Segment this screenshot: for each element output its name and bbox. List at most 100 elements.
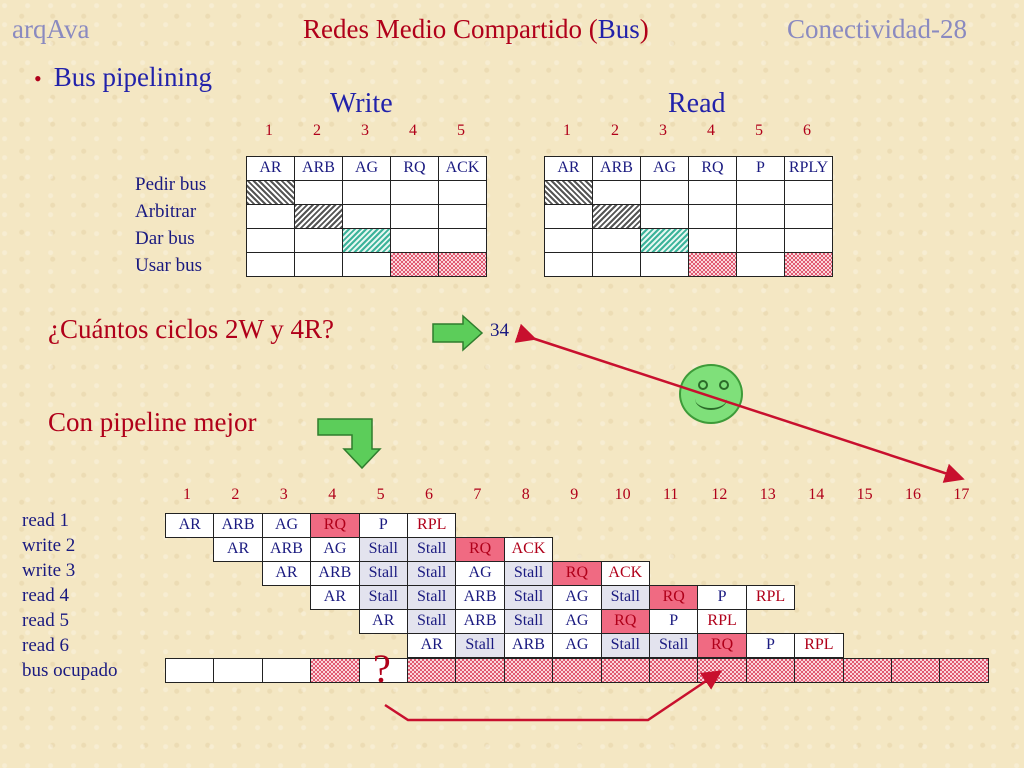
pipeline-cell: RPL [745,585,796,610]
pipeline-row-label: read 4 [22,585,69,606]
pipeline-cell: Stall [358,537,408,562]
bus-busy-cell [600,658,650,683]
read-col-number: 6 [803,122,811,139]
title-part1: Redes Medio Compartido ( [303,14,598,44]
pipeline-row-label: read 5 [22,610,69,631]
pipeline-cell: Stall [455,633,505,658]
slide-title: Redes Medio Compartido (Bus) [303,14,649,45]
read-cell [736,180,785,205]
title-bus: Bus [597,14,640,44]
pipeline-cell: AR [261,561,312,586]
red-bracket-arrow [384,670,723,722]
pipeline-cell: ARB [503,633,554,658]
read-cell [544,252,593,277]
header-left: arqAva [12,14,90,44]
read-cell [688,252,737,277]
cycle-number: 1 [183,486,191,503]
write-cell [294,228,343,253]
read-title: Read [668,88,726,119]
pipeline-row-label: write 2 [22,535,76,556]
cycle-number: 11 [663,486,679,503]
answer-value: 34 [490,320,509,341]
write-cell [342,252,391,277]
cycle-number: 5 [376,486,385,503]
pipeline-cell: AR [407,633,457,658]
row-label: Pedir bus [135,174,207,195]
read-cell [736,252,785,277]
pipeline-cell: AR [358,609,408,634]
bus-busy-cell [407,658,457,683]
row-label: Dar bus [135,228,195,249]
cycle-number: 6 [425,486,433,503]
cycle-number: 15 [856,486,873,503]
bullet-dot-icon: • [34,66,42,91]
bus-busy-cell [939,658,989,683]
row-label: Usar bus [135,255,203,276]
write-header-cell: ACK [438,156,487,181]
read-cell [784,252,833,277]
write-cell [438,180,487,205]
pipeline-cell: Stall [358,561,408,586]
cycle-number: 7 [473,486,482,503]
pipeline-cell: RPL [794,633,844,658]
pipeline-cell: AR [310,585,360,610]
pipeline-cell: ARB [455,585,505,610]
cycle-number: 2 [231,486,240,503]
pipeline-cell: Stall [503,609,554,634]
pipeline-cell: P [745,633,796,658]
read-cell [592,252,641,277]
read-cell [736,228,785,253]
write-cell [390,228,439,253]
cycle-number: 17 [953,486,970,503]
write-cell [438,228,487,253]
write-cell [438,252,487,277]
pipeline-row-label: read 6 [22,635,69,656]
write-col-number: 3 [361,122,369,139]
pipeline-cell: RPL [407,513,457,538]
read-col-number: 4 [707,122,715,139]
bus-busy-cell [358,658,408,683]
cycle-number: 4 [328,486,337,503]
write-cell [246,252,295,277]
pipeline-cell: RQ [552,561,602,586]
bus-busy-cell [842,658,892,683]
cycle-number: 13 [759,486,776,503]
cycle-number: 3 [279,486,288,503]
better-text: Con pipeline mejor [48,407,257,437]
read-cell [688,204,737,229]
read-col-number: 5 [755,122,763,139]
pipeline-cell: Stall [358,585,408,610]
pipeline-cell: AG [261,513,312,538]
cycle-number: 9 [570,486,579,503]
row-label: Arbitrar [135,201,197,222]
read-col-number: 3 [659,122,667,139]
pipeline-cell: ARB [261,537,312,562]
write-cell [294,204,343,229]
cycle-number: 14 [808,486,825,503]
write-title: Write [330,88,393,119]
pipeline-cell: ARB [213,513,263,538]
bus-busy-cell [649,658,699,683]
bus-busy-cell [213,658,263,683]
write-col-number: 5 [457,122,465,139]
header-right: Conectividad-28 [787,14,967,44]
pipeline-cell: AG [552,585,602,610]
title-part2: ) [639,14,649,44]
write-col-number: 2 [313,122,321,139]
pipeline-row-label: write 3 [22,560,76,581]
question-text: ¿Cuántos ciclos 2W y 4R? [48,314,334,344]
green-arrow-icon [432,314,484,352]
read-cell [640,228,689,253]
green-bent-arrow-icon [317,418,382,470]
bus-busy-cell [794,658,844,683]
pipeline-row-label: bus ocupado [22,660,118,681]
write-header-cell: ARB [294,156,343,181]
bus-busy-cell [310,658,360,683]
pipeline-cell: Stall [503,561,554,586]
read-col-number: 1 [563,122,571,139]
pipeline-cell: ACK [600,561,650,586]
read-cell [736,204,785,229]
write-col-number: 1 [265,122,273,139]
pipeline-row-label: read 1 [22,510,69,531]
